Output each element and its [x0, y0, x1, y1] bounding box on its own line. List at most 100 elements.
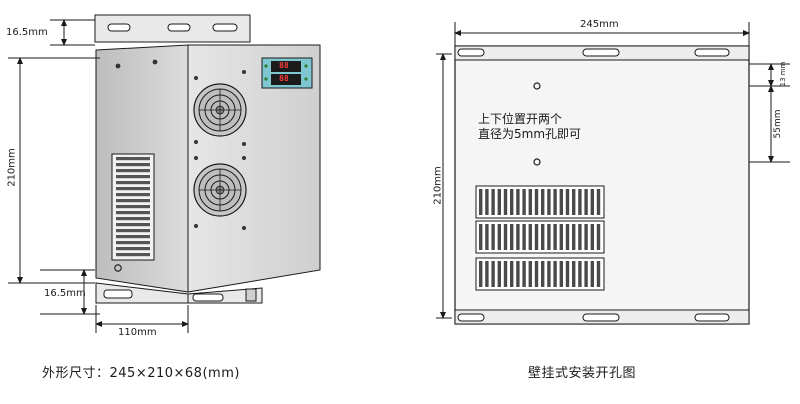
vent-slot	[578, 224, 582, 250]
vent-slot	[522, 261, 526, 287]
vent-slot	[596, 224, 601, 250]
vent-slot	[541, 261, 545, 287]
dim-top-bracket-label: 16.5mm	[6, 27, 48, 38]
vent-slot	[503, 224, 508, 250]
vent-grille	[475, 220, 605, 254]
vent-slot	[116, 247, 150, 251]
vent-slot	[485, 261, 489, 287]
front-view-unit	[94, 14, 321, 304]
vent-slot	[528, 189, 532, 215]
display-bottom-digits: 88	[279, 74, 289, 83]
vent-slot	[491, 224, 495, 250]
mount-slot	[694, 313, 730, 322]
screw	[194, 224, 198, 228]
dim-mount-height-label: 210mm	[432, 166, 444, 205]
vent-slot	[116, 223, 150, 227]
vent-slot	[559, 224, 563, 250]
cable-gland	[245, 288, 257, 302]
fan-bottom	[193, 163, 247, 217]
front-dimensions	[8, 19, 189, 333]
dim-height-label: 210mm	[6, 148, 18, 187]
mount-dimensions	[436, 22, 790, 319]
vent-slot	[596, 189, 601, 215]
vent-slot	[590, 189, 594, 215]
screw	[242, 142, 246, 146]
dim-bottom-bracket-label: 16.5mm	[44, 288, 86, 299]
dim-hole-spacing-label: 55mm	[773, 109, 783, 139]
vent-slot	[522, 189, 526, 215]
vent-slot	[503, 261, 508, 287]
vent-slot	[497, 261, 501, 287]
vent-slot	[116, 205, 150, 209]
bracket-slot	[167, 23, 191, 32]
screw	[115, 63, 121, 69]
vent-slot	[590, 224, 594, 250]
bracket-slot	[107, 23, 131, 32]
screw	[242, 70, 246, 74]
mount-view-caption: 壁挂式安装开孔图	[528, 366, 637, 381]
screw	[194, 156, 198, 160]
vent-slot	[584, 261, 588, 287]
dim-depth-label: 110mm	[118, 327, 157, 338]
vent-slot	[584, 224, 588, 250]
vent-slot	[534, 261, 539, 287]
bracket-slot	[212, 23, 238, 32]
vent-slot	[528, 261, 532, 287]
mount-slot	[457, 48, 485, 57]
hole-note-line1: 上下位置开两个	[478, 112, 563, 126]
mount-slot	[582, 313, 620, 322]
vent-slot	[559, 189, 563, 215]
vent-slot	[116, 193, 150, 197]
vent-slot	[510, 261, 514, 287]
vent-slot	[547, 189, 551, 215]
vent-slot	[547, 261, 551, 287]
vent-slot	[479, 189, 483, 215]
vent-slot	[590, 261, 594, 287]
vent-slot	[116, 175, 150, 179]
display-top-digits: 88	[279, 61, 289, 70]
vent-slot	[116, 157, 150, 161]
vent-slot	[572, 261, 576, 287]
vent-slot	[479, 261, 483, 287]
hole-note: 上下位置开两个 直径为5mm孔即可	[478, 112, 581, 142]
vent-slot	[497, 189, 501, 215]
vent-slot	[572, 189, 576, 215]
vent-slot	[116, 181, 150, 185]
vent-slot	[553, 261, 557, 287]
vent-grille	[475, 185, 605, 219]
vent-slot	[116, 241, 150, 245]
mount-slot	[457, 313, 485, 322]
display-panel	[261, 57, 313, 89]
dim-hole-offset-label: 13 mm	[779, 61, 787, 87]
vent-slot	[534, 189, 539, 215]
vent-slot	[116, 187, 150, 191]
hole-note-line2: 直径为5mm孔即可	[478, 127, 582, 141]
vent-slot	[503, 189, 508, 215]
vent-slot	[578, 189, 582, 215]
vent-slot	[116, 199, 150, 203]
vent-grille	[475, 257, 605, 291]
bracket-slot	[103, 289, 133, 299]
vent-grilles	[475, 185, 605, 291]
vent-slot	[528, 224, 532, 250]
dim-width-label: 245mm	[580, 19, 619, 30]
vent-slot	[547, 224, 551, 250]
vent-slot	[541, 189, 545, 215]
vent-slot	[116, 217, 150, 221]
mount-slot	[582, 48, 620, 57]
vent-slot	[491, 189, 495, 215]
vent-slot	[116, 169, 150, 173]
vent-slot	[559, 261, 563, 287]
vent-slot	[116, 253, 150, 257]
vent-slot	[584, 189, 588, 215]
vent-slot	[565, 189, 570, 215]
vent-slot	[116, 229, 150, 233]
vent-slot	[510, 189, 514, 215]
vent-slot	[116, 211, 150, 215]
vent-slot	[541, 224, 545, 250]
vent-slot	[497, 224, 501, 250]
side-vent-grille	[111, 153, 155, 261]
screw	[242, 226, 246, 230]
